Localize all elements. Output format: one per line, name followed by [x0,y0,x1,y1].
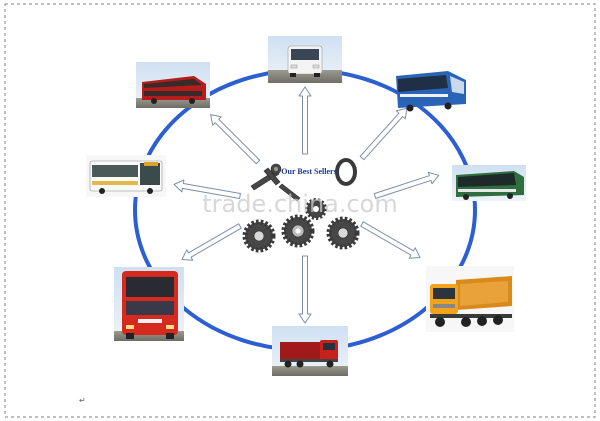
white-coach-bus-photo [268,36,342,83]
gear-left-icon [242,219,276,253]
watermark-text: trade.china.com [202,190,398,218]
city-bus-photo [86,155,166,197]
red-dump-truck-photo [272,326,348,376]
paragraph-mark: ↵ [79,396,86,405]
blue-coach-bus-photo [396,71,466,112]
arrow-left [173,179,241,199]
shaft-mid-icon [263,167,301,202]
arrow-top-left [210,114,261,165]
center-title: Our Best Sellers [281,167,336,176]
red-front-bus-photo [114,267,184,341]
arrow-bottom-left [181,223,242,261]
arrows [173,86,440,324]
green-coach-bus-photo [452,165,526,201]
orange-dump-truck-photo [426,266,514,332]
shaft-left-icon [250,163,282,191]
double-decker-coach-photo [136,62,210,108]
arrow-right [373,171,440,199]
arrow-top-right [359,107,408,161]
arrow-top [298,86,312,155]
synchronizer-ring-icon [335,158,357,186]
arrow-bottom-right [360,221,421,259]
gear-right-icon [326,216,360,250]
gear-middle-icon [281,214,315,248]
arrow-bottom [298,255,312,324]
small-gear-icon [305,198,327,220]
dashed-frame [4,3,596,418]
gear-parts-icon [242,158,360,253]
